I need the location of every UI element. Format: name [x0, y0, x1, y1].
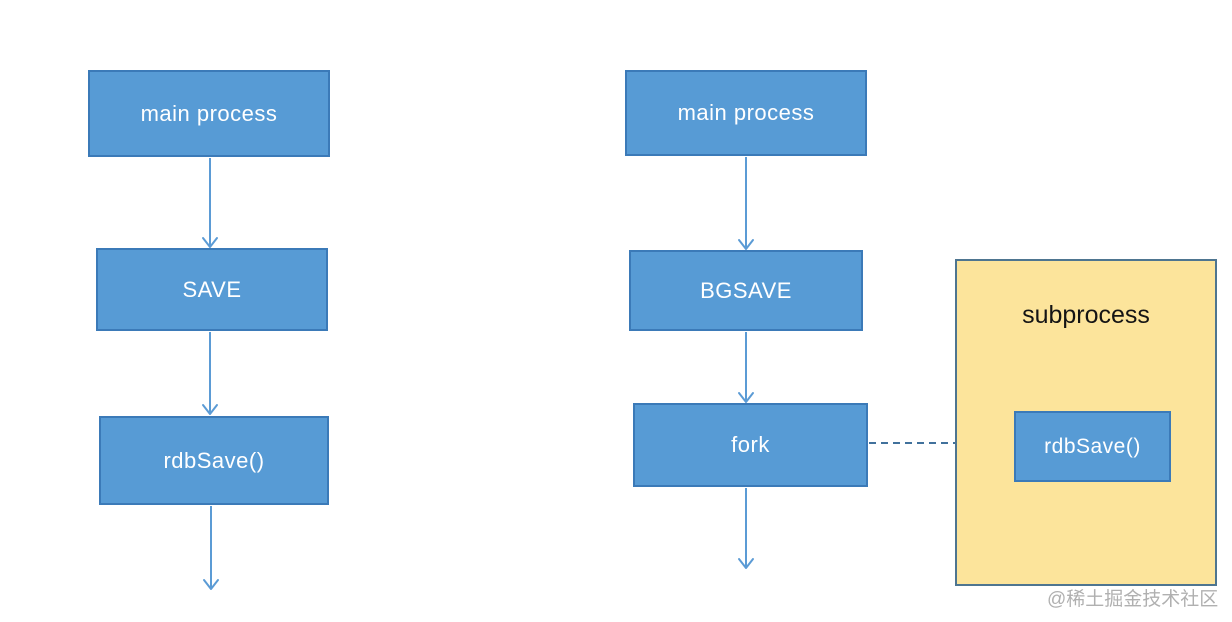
subprocess-container: subprocess rdbSave() [955, 259, 1217, 586]
arrowhead-left-save-to-rdbsave [202, 404, 218, 415]
node-left-main-process: main process [88, 70, 330, 157]
watermark-text: @稀土掘金技术社区 [1047, 589, 1219, 610]
arrowhead-right-bgsave-to-fork [738, 392, 754, 403]
arrowhead-left-main-to-save [202, 237, 218, 248]
arrowhead-right-main-to-bgsave [738, 239, 754, 250]
arrowhead-left-rdbsave-down [203, 579, 219, 590]
arrowhead-right-fork-down [738, 558, 754, 569]
node-subprocess-rdbsave: rdbSave() [1014, 411, 1171, 482]
node-right-bgsave: BGSAVE [629, 250, 863, 331]
node-right-main-process: main process [625, 70, 867, 156]
node-left-rdbsave: rdbSave() [99, 416, 329, 505]
subprocess-title: subprocess [1022, 301, 1150, 329]
node-right-fork: fork [633, 403, 868, 487]
node-left-save: SAVE [96, 248, 328, 331]
